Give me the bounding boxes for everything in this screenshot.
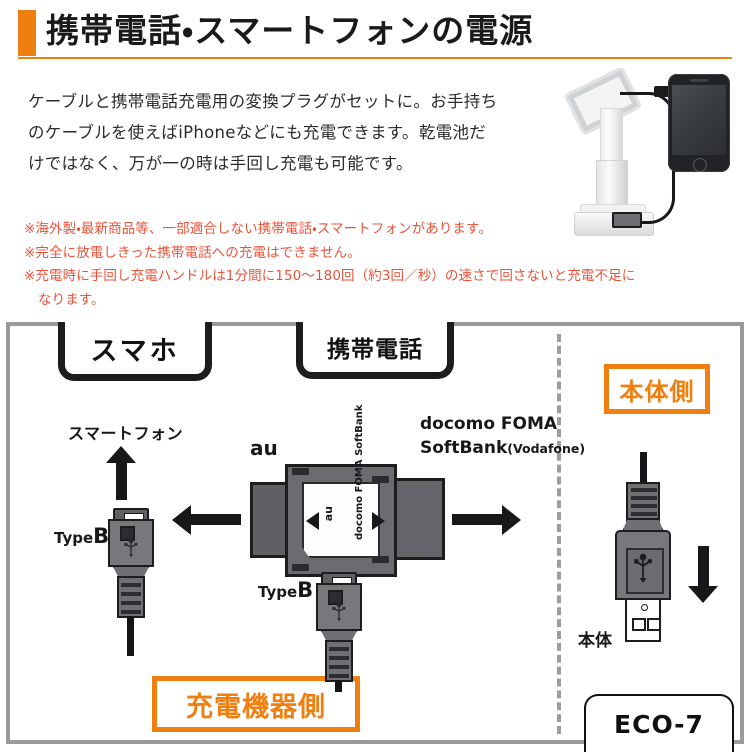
smartphone-photo-icon <box>668 74 730 172</box>
usb-a-wire-icon <box>640 452 647 486</box>
note-1: ※海外製・最新商品等、一部適合しない携帯電話・スマートフォンがあります。 <box>24 221 492 237</box>
usb-logo-icon <box>332 603 346 621</box>
phone-speaker-icon <box>690 79 708 82</box>
note-3: ※充電時に手回し充電ハンドルは1分間に150～180回（約3回／秒）の速さで回さ… <box>24 268 636 284</box>
connector-grip-icon <box>117 576 145 618</box>
cable-plug-phone-icon <box>654 86 676 97</box>
label-typeb-adapter: TypeB <box>258 578 314 602</box>
usb-type-a-connector-icon <box>612 452 676 652</box>
intro-line-1: ケーブルと携帯電話充電用の変換プラグがセットに。お手持ち <box>28 92 498 111</box>
page-title: 携帯電話・スマートフォンの電源 <box>46 11 534 50</box>
usb-a-contact-icon <box>632 618 646 631</box>
label-carrier-sub: (Vodafone) <box>507 441 586 456</box>
micro-usb-connector-smartphone-icon <box>108 508 154 656</box>
intro-line-2: のケーブルを使えばiPhoneなどにも充電できます。乾電池だ <box>28 123 487 142</box>
phone-home-button-icon <box>693 158 707 172</box>
adapter-au-text: au <box>322 506 335 522</box>
disclaimer-notes: ※海外製・最新商品等、一部適合しない携帯電話・スマートフォンがあります。 ※完全… <box>24 218 714 312</box>
adapter-arrow-left-icon <box>306 512 319 530</box>
arrow-right-icon <box>452 505 521 535</box>
page-header: 携帯電話・スマートフォンの電源 <box>0 0 750 62</box>
label-smartphone: スマートフォン <box>68 424 184 443</box>
label-body: 本体 <box>578 631 612 651</box>
adapter-carrier-text: docomo FOMA SoftBank <box>354 405 365 540</box>
label-carrier-line-1: docomo FOMA <box>420 414 558 434</box>
arrow-left-icon <box>172 505 241 535</box>
usb-a-contact-icon <box>647 618 661 631</box>
intro-paragraph: ケーブルと携帯電話充電用の変換プラグがセットに。お手持ち のケーブルを使えばiP… <box>28 86 533 179</box>
tab-mobile-phone: 携帯電話 <box>296 322 454 379</box>
usb-a-dot-icon <box>641 604 648 611</box>
adapter-screw-icon <box>292 564 309 571</box>
connector-wire-icon <box>335 680 342 692</box>
usb-logo-icon <box>124 539 138 557</box>
arrow-up-icon <box>106 446 137 502</box>
label-typeb-smartphone: TypeB <box>54 524 110 548</box>
model-name-box: ECO-7 <box>584 694 734 752</box>
connector-grip-icon <box>325 640 353 682</box>
label-carrier-line-2: SoftBank(Vodafone) <box>420 438 586 458</box>
phone-screen-icon <box>672 85 726 155</box>
label-au: au <box>250 436 278 460</box>
connector-wire-icon <box>127 616 134 656</box>
adapter-right-plug-icon <box>390 478 445 560</box>
header-underline <box>18 57 732 59</box>
conversion-adapter-icon: docomo FOMA SoftBank au <box>250 405 445 577</box>
label-body-side: 本体側 <box>604 364 710 414</box>
diagram-divider <box>557 334 561 734</box>
intro-line-3: けではなく、万が一の時は手回し充電も可能です。 <box>28 154 413 173</box>
connector-chip-icon <box>120 526 135 541</box>
connector-chip-icon <box>328 590 343 605</box>
cable-plug-lamp-icon <box>612 212 642 228</box>
adapter-arrow-right-icon <box>372 512 385 530</box>
arrow-down-icon <box>688 546 719 604</box>
adapter-screw-icon <box>372 556 389 563</box>
note-3-continuation: なります。 <box>38 291 105 308</box>
adapter-screw-icon <box>372 476 389 483</box>
micro-usb-connector-adapter-icon <box>316 572 362 692</box>
note-2: ※完全に放電しきった携帯電話への充電はできません。 <box>24 244 361 261</box>
header-accent-bar <box>18 10 36 56</box>
tab-smartphone: スマホ <box>58 322 212 381</box>
charging-cable-icon <box>620 92 675 224</box>
usb-logo-icon <box>634 553 653 583</box>
adapter-screw-icon <box>292 468 309 475</box>
usb-a-grip-icon <box>626 482 660 522</box>
label-charger-side: 充電機器側 <box>152 676 360 732</box>
product-photo <box>516 65 744 250</box>
label-carriers: docomo FOMA SoftBank(Vodafone) <box>420 412 585 461</box>
